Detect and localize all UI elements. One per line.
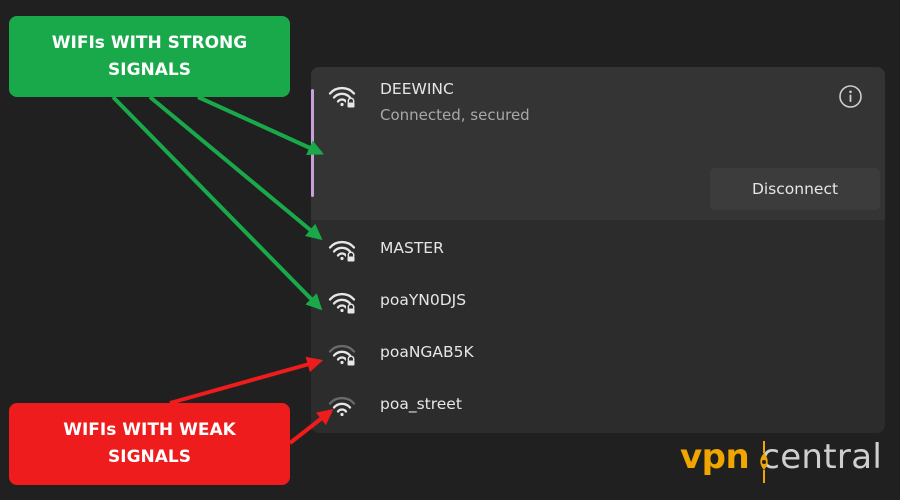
wifi-lock-strong-icon xyxy=(328,293,356,314)
logo-suffix: central xyxy=(761,437,883,477)
info-icon[interactable] xyxy=(838,84,863,109)
arrow-to-deewinc xyxy=(197,95,324,155)
network-name: poaNGAB5K xyxy=(380,343,474,361)
network-row-master[interactable]: MASTER xyxy=(311,223,885,275)
wifi-lock-strong-icon xyxy=(328,241,356,262)
vpncentral-logo: vpn central xyxy=(680,437,890,487)
network-row-poangab5k[interactable]: poaNGAB5K xyxy=(311,327,885,379)
arrow-to-poayn0djs xyxy=(111,95,323,311)
network-name: MASTER xyxy=(380,239,444,257)
network-row-poayn0djs[interactable]: poaYN0DJS xyxy=(311,275,885,327)
network-name: poa_street xyxy=(380,395,462,413)
wifi-network-panel: DEEWINC Connected, secured Disconnect MA… xyxy=(311,67,885,433)
location-pin-icon xyxy=(760,441,768,483)
connected-network-name: DEEWINC xyxy=(380,80,454,98)
weak-signal-callout: WIFIs WITH WEAK SIGNALS xyxy=(9,403,290,485)
wifi-lock-weak-icon xyxy=(328,345,356,366)
logo-prefix: vpn xyxy=(680,437,750,477)
selection-accent-bar xyxy=(311,89,314,197)
arrow-to-master xyxy=(148,95,323,241)
strong-signal-callout: WIFIs WITH STRONG SIGNALS xyxy=(9,16,290,97)
arrow-to-poangab5k xyxy=(169,356,324,405)
wifi-weak-icon xyxy=(328,397,356,417)
wifi-lock-strong-icon xyxy=(328,87,356,108)
network-name: poaYN0DJS xyxy=(380,291,467,309)
connection-status: Connected, secured xyxy=(380,106,530,124)
network-row-poa-street[interactable]: poa_street xyxy=(311,379,885,431)
disconnect-button[interactable]: Disconnect xyxy=(710,168,880,210)
connected-network-card[interactable]: DEEWINC Connected, secured Disconnect xyxy=(311,67,885,220)
